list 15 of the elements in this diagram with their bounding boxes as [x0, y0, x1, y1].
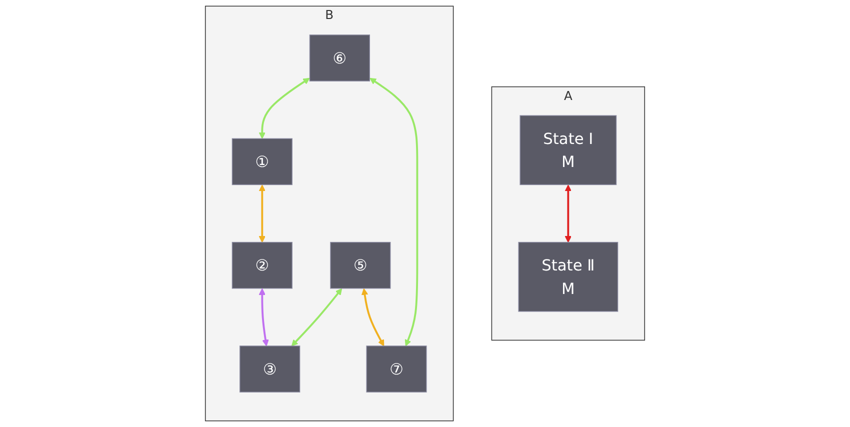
node-box: ⑥ — [309, 34, 370, 82]
node-box: State Ⅰ M — [520, 115, 617, 186]
arrow — [564, 184, 572, 243]
node-box: ② — [232, 242, 292, 289]
node-box: State Ⅱ M — [518, 242, 618, 312]
arrow — [258, 78, 310, 139]
arrow — [361, 288, 384, 346]
arrow — [291, 288, 342, 346]
node-box: ⑦ — [366, 346, 427, 392]
node-box: ⑤ — [330, 242, 391, 289]
node-box: ③ — [240, 346, 300, 392]
node-box: ① — [232, 138, 292, 186]
arrow — [258, 184, 266, 243]
arrow — [370, 78, 418, 346]
arrow — [258, 288, 269, 346]
